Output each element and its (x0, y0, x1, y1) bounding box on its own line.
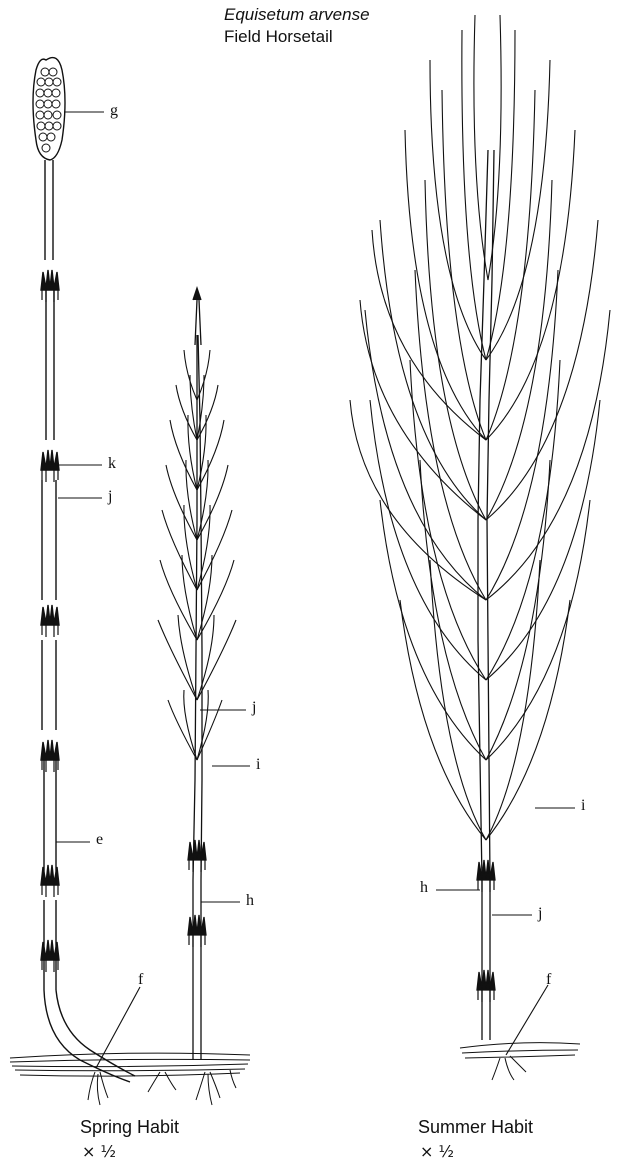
label-j-summer: j (538, 906, 542, 922)
nodal-sheath (477, 970, 495, 1002)
summer-plant (350, 15, 610, 1080)
common-name: Field Horsetail (224, 28, 333, 45)
nodal-sheath (41, 450, 59, 482)
strobilus-cone (33, 58, 65, 160)
nodal-sheath (41, 270, 59, 302)
label-g: g (110, 103, 118, 119)
label-f-spring: f (138, 972, 143, 988)
nodal-sheath (41, 605, 59, 637)
label-f-summer: f (546, 972, 551, 988)
nodal-sheath (188, 915, 206, 947)
scientific-name: Equisetum arvense (224, 6, 370, 23)
nodal-sheath (188, 840, 206, 872)
young-shoot (158, 288, 236, 1060)
label-j-fertile: j (108, 489, 112, 505)
label-e: e (96, 832, 103, 848)
label-leaders (56, 112, 575, 1068)
nodal-sheath (41, 865, 59, 897)
label-i-summer: i (581, 798, 585, 814)
rhizome-ground (10, 1053, 250, 1105)
caption-spring: Spring Habit (80, 1118, 179, 1136)
fertile-stem (33, 58, 135, 1082)
label-h-shoot: h (246, 893, 254, 909)
label-h-summer: h (420, 880, 428, 896)
label-j-shoot: j (252, 700, 256, 716)
label-k: k (108, 456, 116, 472)
scale-summer: × ½ (420, 1144, 454, 1160)
scale-spring: × ½ (82, 1144, 116, 1160)
caption-summer: Summer Habit (418, 1118, 533, 1136)
label-i-shoot: i (256, 757, 260, 773)
nodal-sheath (477, 860, 495, 892)
